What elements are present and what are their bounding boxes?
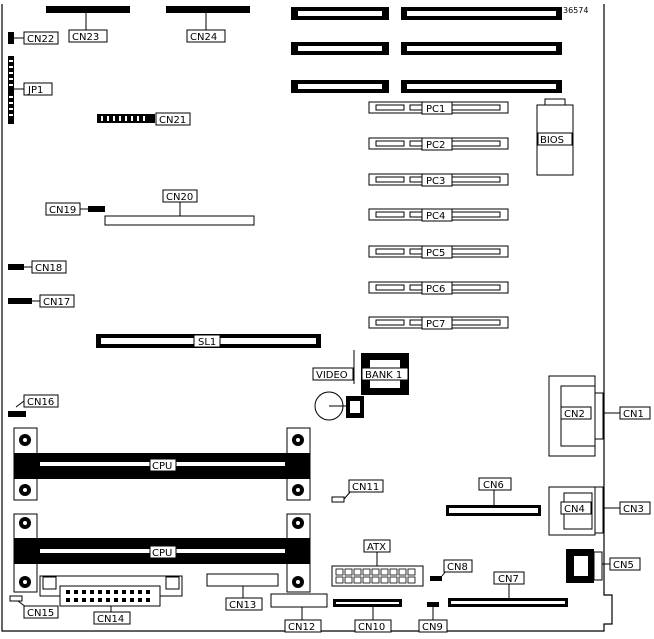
cn19-connector: CN19 <box>45 202 105 216</box>
cn21-connector: CN21 <box>97 112 191 126</box>
cn7-label: CN7 <box>498 574 519 585</box>
cn6-label: CN6 <box>483 480 504 491</box>
cn3-cn4-connectors: CN4 CN3 <box>548 486 651 536</box>
cn24-label: CN24 <box>190 32 217 43</box>
cn23-label: CN23 <box>72 32 99 43</box>
cn13-label: CN13 <box>229 600 256 611</box>
cn5-connector: CN5 <box>566 549 641 583</box>
cpu-top-label: CPU <box>152 461 172 472</box>
cn5-label: CN5 <box>613 560 634 571</box>
cn24-connector: CN24 <box>166 6 250 43</box>
pc7-label: PC7 <box>426 319 445 330</box>
cn20-connector: CN20 <box>104 189 255 226</box>
video-label: VIDEO <box>316 370 348 381</box>
atx-label: ATX <box>367 542 386 553</box>
video-bank: VIDEO BANK 1 <box>312 350 409 421</box>
pci-slot-labels: PC1 PC2 PC3 PC4 PC5 PC6 PC7 <box>421 101 453 330</box>
cn12-connector: CN12 <box>270 593 328 633</box>
pc2-label: PC2 <box>426 140 445 151</box>
cn12-label: CN12 <box>288 622 315 633</box>
cn10-label: CN10 <box>358 622 385 633</box>
cn8-label: CN8 <box>447 562 468 573</box>
cn9-connector: CN9 <box>418 602 448 633</box>
bank1-label: BANK 1 <box>365 370 402 381</box>
cn14-label: CN14 <box>97 614 124 625</box>
cn3-label: CN3 <box>623 504 644 515</box>
cn16-label: CN16 <box>27 397 54 408</box>
pc5-label: PC5 <box>426 248 445 259</box>
cn11-label: CN11 <box>352 482 379 493</box>
pc3-label: PC3 <box>426 176 445 187</box>
board-outline <box>1 4 613 632</box>
sl1-label: SL1 <box>198 337 216 348</box>
sl1-slot: SL1 <box>96 334 321 348</box>
cn19-label: CN19 <box>49 205 76 216</box>
cn4-label: CN4 <box>564 504 585 515</box>
cn16-connector: CN16 <box>8 394 59 417</box>
cn1-cn2-connectors: CN2 CN1 <box>548 375 651 457</box>
bios-chip: BIOS <box>536 98 574 176</box>
jp1-jumper: JP1 <box>8 56 53 124</box>
cn15-connector: CN15 <box>9 595 59 619</box>
cn17-label: CN17 <box>43 297 70 308</box>
cn1-label: CN1 <box>623 409 644 420</box>
memory-sockets <box>291 7 562 93</box>
cpu-bottom-label: CPU <box>152 548 172 559</box>
cn18-connector: CN18 <box>8 260 67 274</box>
cn15-label: CN15 <box>27 608 54 619</box>
pc1-label: PC1 <box>426 104 445 115</box>
bios-label: BIOS <box>540 135 564 146</box>
cn20-label: CN20 <box>166 192 193 203</box>
cn23-connector: CN23 <box>46 6 130 43</box>
jp1-label: JP1 <box>27 85 43 96</box>
cn7-connector: CN7 <box>448 571 568 607</box>
cn18-label: CN18 <box>35 263 62 274</box>
cpu-slot-top: CPU <box>13 427 311 501</box>
cn11-connector: CN11 <box>331 479 384 503</box>
cn2-label: CN2 <box>564 409 585 420</box>
cn10-connector: CN10 <box>333 599 402 633</box>
cn22-label: CN22 <box>27 34 54 45</box>
pc4-label: PC4 <box>426 211 445 222</box>
cn9-label: CN9 <box>422 622 443 633</box>
cn17-connector: CN17 <box>8 294 75 308</box>
cn6-connector: CN6 <box>446 477 541 516</box>
pc6-label: PC6 <box>426 284 445 295</box>
cn13-connector: CN13 <box>206 573 279 611</box>
cn14-connector: CN14 <box>39 575 183 625</box>
cpu-slot-bottom: CPU <box>13 513 311 593</box>
cn8-connector: CN8 <box>430 559 473 581</box>
cn22-connector: CN22 <box>8 31 59 45</box>
cn21-label: CN21 <box>159 115 186 126</box>
doc-number: 36574 <box>563 6 588 15</box>
atx-connector: ATX <box>331 539 424 587</box>
